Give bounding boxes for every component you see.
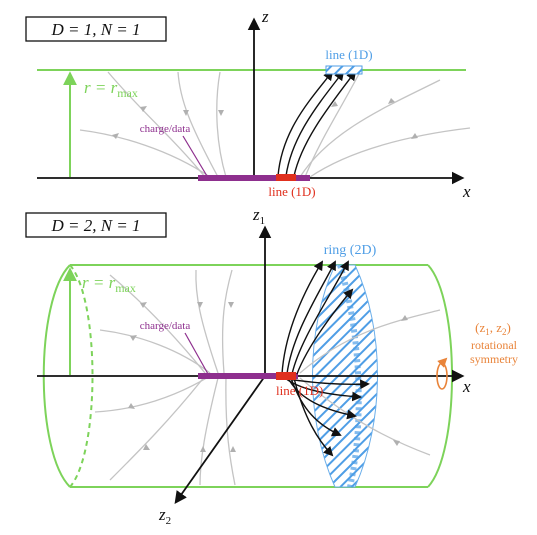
bottom-x-label: x xyxy=(462,377,471,396)
top-charge-label: charge/data xyxy=(140,123,191,135)
top-red-line-label: line (1D) xyxy=(268,184,315,199)
bottom-red-line xyxy=(276,372,296,380)
sym-coords-label: (z1, z2) xyxy=(475,320,511,337)
bottom-z2-label: z2 xyxy=(158,505,171,527)
top-red-line xyxy=(276,174,296,181)
bottom-charge-label: charge/data xyxy=(140,320,191,332)
cyl-left-front-ellipse xyxy=(69,264,94,488)
bottom-field-arrows xyxy=(128,302,408,452)
top-mapping-lines xyxy=(277,70,357,177)
bottom-mapping-lines-up xyxy=(281,260,354,375)
sym-line1-label: rotational xyxy=(471,338,518,352)
bottom-label-box xyxy=(25,212,167,238)
top-charge-pointer xyxy=(182,135,208,177)
panel-bottom: D = 2, N = 1 z1 z2 x r = rmax ring (2D) … xyxy=(25,205,518,527)
panel-top: D = 1, N = 1 z x r = rmax line (1D) char… xyxy=(25,7,471,201)
bottom-charge-pointer xyxy=(184,332,209,375)
top-z-label: z xyxy=(261,7,269,26)
bottom-charge-bar xyxy=(198,373,298,379)
bottom-red-line-label: line (1D) xyxy=(276,383,323,398)
top-box-label: D = 1, N = 1 xyxy=(50,20,140,39)
top-x-label: x xyxy=(462,182,471,201)
top-field-lines xyxy=(79,71,471,178)
bottom-z2-axis xyxy=(174,375,266,505)
top-label-box xyxy=(25,16,167,42)
bottom-r-label: r = rmax xyxy=(82,273,136,295)
top-r-label: r = rmax xyxy=(84,78,138,100)
bottom-box-label: D = 2, N = 1 xyxy=(50,216,140,235)
ring-label: ring (2D) xyxy=(324,243,377,258)
rotation-icon xyxy=(436,357,448,390)
sym-line2-label: symmetry xyxy=(470,352,518,366)
top-blue-line-label: line (1D) xyxy=(325,47,372,62)
top-charge-bar xyxy=(198,175,310,181)
top-field-arrows xyxy=(112,98,418,139)
bottom-mapping-lines-down xyxy=(281,377,370,457)
top-blue-line xyxy=(325,65,363,75)
bottom-z1-label: z1 xyxy=(252,205,265,227)
bottom-field-lines xyxy=(94,269,441,486)
